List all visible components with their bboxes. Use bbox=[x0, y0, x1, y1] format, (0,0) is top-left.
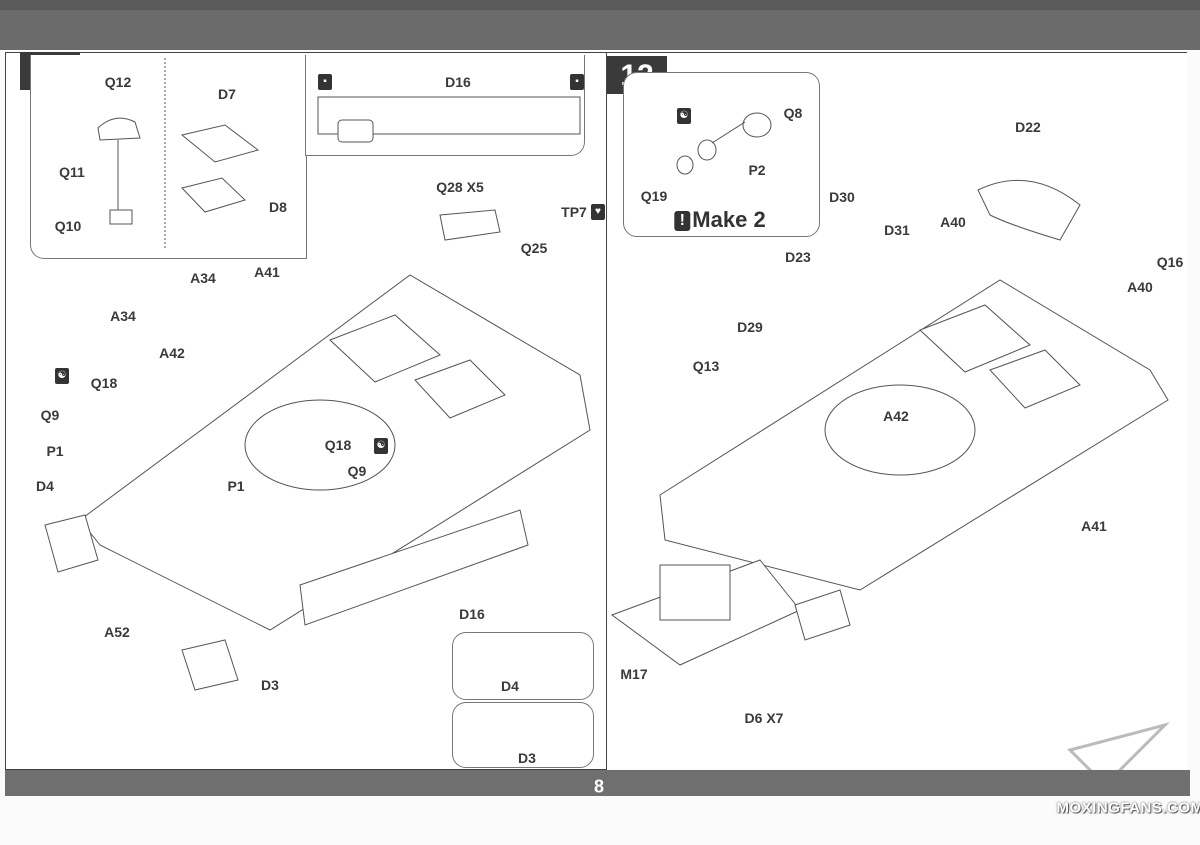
part-p2 bbox=[697, 139, 717, 161]
part-q19 bbox=[676, 155, 694, 175]
hatch-2 bbox=[414, 359, 506, 419]
label-a41: A41 bbox=[1081, 518, 1107, 534]
photo-etch-icon: ♥ bbox=[591, 204, 605, 220]
label-a34: A34 bbox=[190, 270, 216, 286]
label-q13: Q13 bbox=[692, 358, 720, 374]
hatch-12-1 bbox=[919, 304, 1031, 373]
label-d22: D22 bbox=[1015, 119, 1041, 135]
page-number: 8 bbox=[593, 776, 605, 797]
label-a42: A42 bbox=[159, 345, 185, 361]
attention-icon: ! bbox=[674, 211, 691, 231]
label-a40: A40 bbox=[940, 214, 966, 230]
label-q16: Q16 bbox=[1156, 254, 1184, 270]
d3-detail-inset bbox=[452, 702, 594, 768]
label-d8: D8 bbox=[269, 199, 287, 215]
front-plate bbox=[794, 589, 851, 641]
label-d4: D4 bbox=[36, 478, 54, 494]
label-q9: Q9 bbox=[347, 463, 367, 479]
label-q18: Q18 bbox=[90, 375, 118, 391]
label-d31: D31 bbox=[884, 222, 910, 238]
part-d7 bbox=[180, 124, 260, 163]
label-d30: D30 bbox=[829, 189, 855, 205]
part-q8 bbox=[742, 112, 772, 138]
label-p1: P1 bbox=[227, 478, 245, 494]
cement-icon: ▪ bbox=[318, 74, 332, 90]
watermark-logo-icon bbox=[1067, 722, 1170, 788]
part-q10 bbox=[109, 209, 133, 225]
part-q28 bbox=[439, 209, 501, 241]
label-q19: Q19 bbox=[640, 188, 668, 204]
label-a41: A41 bbox=[254, 264, 280, 280]
paint-symbol-icon: ☯ bbox=[55, 368, 69, 384]
label-d23: D23 bbox=[785, 249, 811, 265]
turret-ring-12 bbox=[824, 384, 976, 476]
bottom-bar bbox=[5, 770, 1190, 796]
paint-symbol-icon: ☯ bbox=[374, 438, 388, 454]
step-11-subassembly-inset bbox=[30, 55, 307, 259]
part-q12 bbox=[97, 117, 141, 141]
part-d8 bbox=[181, 177, 246, 213]
label-tp7: TP7 bbox=[561, 204, 587, 220]
label-inset-d4: D4 bbox=[501, 678, 519, 694]
label-d16-top: D16 bbox=[445, 74, 471, 90]
turret-ring bbox=[244, 399, 396, 491]
part-d3 bbox=[181, 639, 239, 691]
label-m17: M17 bbox=[620, 666, 648, 682]
label-d16: D16 bbox=[459, 606, 485, 622]
hatch-12-2 bbox=[989, 349, 1081, 409]
label-a42: A42 bbox=[883, 408, 909, 424]
arrow-p2-q8 bbox=[711, 121, 746, 144]
label-q25: Q25 bbox=[520, 240, 548, 256]
label-a40: A40 bbox=[1127, 279, 1153, 295]
part-d22 bbox=[977, 179, 1081, 241]
hatch-1 bbox=[329, 314, 441, 383]
label-d7: D7 bbox=[218, 86, 236, 102]
label-a34: A34 bbox=[110, 308, 136, 324]
label-q18: Q18 bbox=[324, 437, 352, 453]
part-d16-side bbox=[299, 509, 529, 626]
paint-symbol-icon: ☯ bbox=[677, 108, 691, 124]
top-bar-edge bbox=[0, 0, 1200, 10]
label-inset-d3: D3 bbox=[518, 750, 536, 766]
part-d4 bbox=[44, 514, 99, 573]
label-d3: D3 bbox=[261, 677, 279, 693]
d4-detail-inset bbox=[452, 632, 594, 700]
label-q28: Q28 X5 bbox=[436, 179, 484, 195]
label-q10: Q10 bbox=[54, 218, 82, 234]
d16-hatch bbox=[337, 119, 374, 143]
label-d29: D29 bbox=[737, 319, 763, 335]
label-q8: Q8 bbox=[783, 105, 803, 121]
label-p1: P1 bbox=[46, 443, 64, 459]
label-d6: D6 X7 bbox=[744, 710, 784, 726]
cement-icon: ▪ bbox=[570, 74, 584, 90]
label-q12: Q12 bbox=[104, 74, 132, 90]
step-12-make2-inset bbox=[623, 72, 820, 237]
watermark-text: MOXINGFANS.COM bbox=[1056, 799, 1200, 817]
make-2-text: Make 2 bbox=[692, 207, 766, 232]
label-a52: A52 bbox=[104, 624, 130, 640]
make-2-note: !Make 2 bbox=[674, 207, 766, 233]
label-q11: Q11 bbox=[59, 164, 85, 180]
label-p2: P2 bbox=[748, 162, 766, 178]
label-q9: Q9 bbox=[40, 407, 60, 423]
parts-d6 bbox=[659, 564, 731, 621]
